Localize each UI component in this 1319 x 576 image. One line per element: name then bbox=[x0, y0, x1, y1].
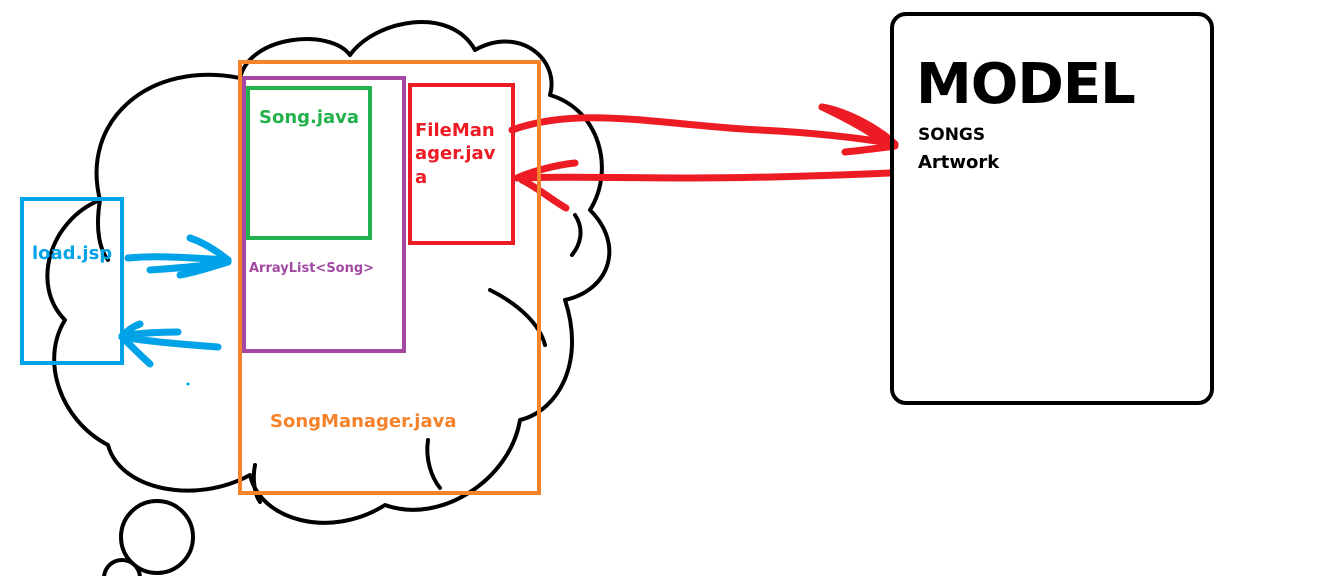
load-to-arraylist-arrow bbox=[124, 234, 232, 279]
arraylist-box bbox=[242, 76, 406, 353]
songmanager-box bbox=[238, 60, 541, 495]
filemanager-label-line-2: ager.jav bbox=[415, 143, 496, 165]
thought-bubble-tiny bbox=[102, 558, 142, 576]
load-jsp-label: load.jsp bbox=[32, 243, 113, 264]
song-box bbox=[246, 86, 372, 240]
model-to-filemanager-arrow bbox=[513, 159, 894, 212]
model-item-songs: SONGS bbox=[918, 125, 986, 145]
cloud-inner-curve-a bbox=[96, 198, 110, 262]
song-label: Song.java bbox=[259, 107, 360, 128]
cloud-inner-curve-d bbox=[251, 463, 262, 504]
arraylist-label: ArrayList<Song> bbox=[249, 261, 375, 276]
filemanager-label: FileMan ager.jav a bbox=[415, 119, 513, 189]
thought-bubble-small bbox=[119, 499, 195, 575]
thought-cloud bbox=[45, 20, 612, 525]
blue-dot bbox=[186, 382, 190, 386]
filemanager-label-line-1: FileMan bbox=[415, 120, 495, 141]
cloud-inner-curve-e bbox=[570, 213, 583, 257]
cloud-inner-curve-c bbox=[425, 438, 442, 490]
filemanager-to-model-arrow bbox=[508, 103, 899, 156]
cloud-inner-curve-b bbox=[488, 288, 547, 347]
filemanager-box bbox=[408, 83, 515, 245]
model-item-artwork: Artwork bbox=[918, 152, 1000, 173]
model-box bbox=[890, 12, 1214, 405]
arraylist-to-load-arrow bbox=[118, 320, 222, 368]
model-title: MODEL bbox=[916, 52, 1136, 117]
load-jsp-box bbox=[20, 197, 124, 365]
filemanager-label-line-3: a bbox=[415, 166, 428, 188]
songmanager-label: SongManager.java bbox=[270, 411, 457, 432]
